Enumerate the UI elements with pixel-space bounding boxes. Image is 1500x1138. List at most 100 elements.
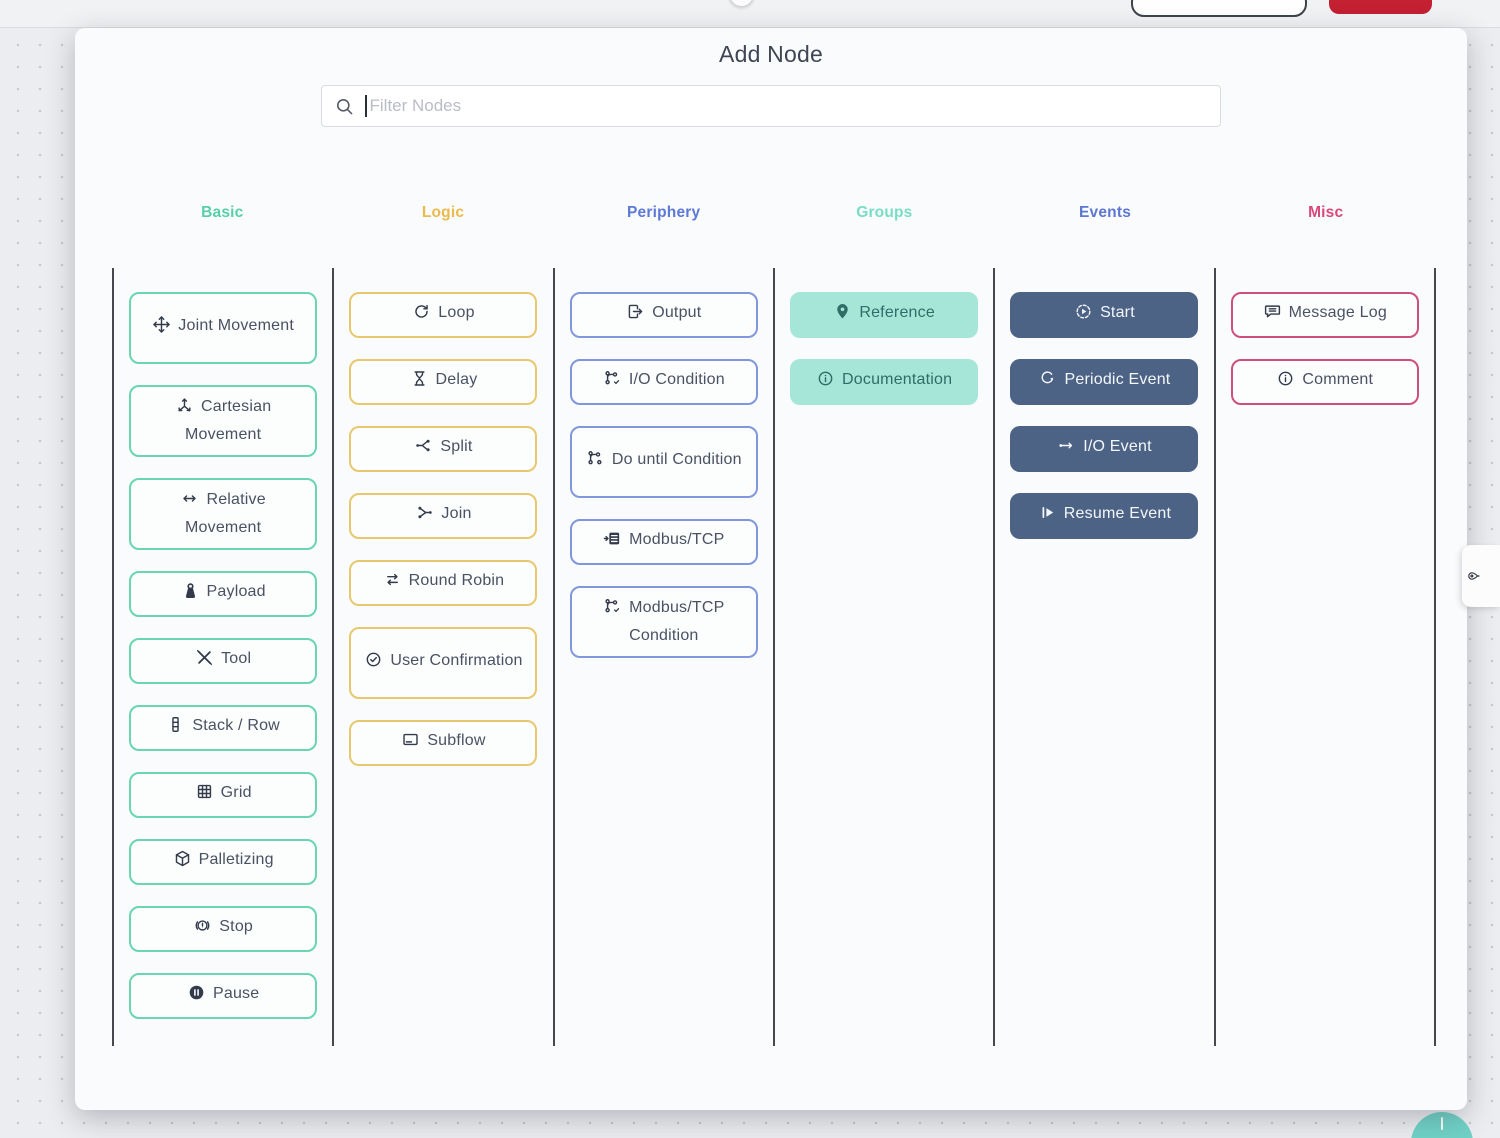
column-header-basic: Basic <box>201 204 244 221</box>
subflow-icon <box>401 730 420 757</box>
node-button-round-robin[interactable]: Round Robin <box>349 560 538 606</box>
right-panel-tab[interactable] <box>1462 545 1500 607</box>
info-icon <box>1276 369 1295 396</box>
node-button-resume-event[interactable]: Resume Event <box>1010 493 1199 539</box>
node-button-grid[interactable]: Grid <box>129 772 318 818</box>
node-button-cartesian-movement[interactable]: Cartesian Movement <box>129 385 318 457</box>
box-icon <box>173 849 192 876</box>
node-button-stop[interactable]: Stop <box>129 906 318 952</box>
node-button-label: Round Robin <box>408 572 505 589</box>
node-button-payload[interactable]: Payload <box>129 571 318 617</box>
node-button-i-o-condition[interactable]: I/O Condition <box>569 359 758 405</box>
node-button-user-confirmation[interactable]: User Confirmation <box>349 627 538 699</box>
resume-icon <box>1038 503 1057 530</box>
round-robin-icon <box>383 570 402 597</box>
node-button-label: Payload <box>206 583 266 600</box>
node-button-label: Modbus/TCP <box>629 531 725 548</box>
node-button-label: Cartesian Movement <box>185 398 272 443</box>
node-button-label: Modbus/TCP Condition <box>629 599 725 644</box>
node-button-modbus-tcp-condition[interactable]: Modbus/TCP Condition <box>569 586 758 658</box>
node-button-label: Loop <box>438 304 475 321</box>
node-button-output[interactable]: Output <box>569 292 758 338</box>
node-button-label: Stack / Row <box>192 717 280 734</box>
toolbar-red-button[interactable] <box>1329 0 1432 14</box>
node-button-label: Resume Event <box>1063 505 1172 522</box>
node-button-label: Reference <box>859 304 935 321</box>
node-button-label: Subflow <box>427 732 486 749</box>
add-node-dialog: Add Node BasicLogicPeripheryGroupsEvents… <box>75 28 1467 1110</box>
text-caret <box>365 95 367 117</box>
node-button-split[interactable]: Split <box>349 426 538 472</box>
node-button-documentation[interactable]: Documentation <box>790 359 979 405</box>
map-pin-icon <box>833 302 852 329</box>
node-button-start[interactable]: Start <box>1010 292 1199 338</box>
node-button-label: Tool <box>221 650 252 667</box>
filter-nodes-input[interactable] <box>369 96 1207 116</box>
floating-action-button[interactable] <box>1411 1112 1473 1138</box>
hourglass-icon <box>410 369 429 396</box>
loop-icon <box>412 302 431 329</box>
canvas-handle <box>729 0 754 7</box>
grid-icon <box>195 782 214 809</box>
node-button-pause[interactable]: Pause <box>129 973 318 1019</box>
node-button-subflow[interactable]: Subflow <box>349 720 538 766</box>
node-button-label: I/O Condition <box>628 371 725 388</box>
node-button-label: Palletizing <box>198 851 274 868</box>
relative-movement-icon <box>180 489 199 516</box>
node-button-do-until-condition[interactable]: Do until Condition <box>569 426 758 498</box>
branch-loop-icon <box>586 449 605 476</box>
column-header-periphery: Periphery <box>627 204 701 221</box>
toolbar-secondary-button[interactable] <box>1131 0 1307 17</box>
node-button-label: Comment <box>1302 371 1374 388</box>
node-button-stack-row[interactable]: Stack / Row <box>129 705 318 751</box>
confirmation-badge-icon <box>364 650 383 677</box>
joint-movement-icon <box>152 315 171 342</box>
node-button-label: Documentation <box>842 371 953 388</box>
node-button-delay[interactable]: Delay <box>349 359 538 405</box>
node-button-modbus-tcp[interactable]: Modbus/TCP <box>569 519 758 565</box>
node-button-label: User Confirmation <box>390 652 523 669</box>
node-button-label: Output <box>652 304 702 321</box>
branch-check-icon <box>603 369 622 396</box>
node-button-i-o-event[interactable]: I/O Event <box>1010 426 1199 472</box>
search-icon <box>335 97 354 116</box>
node-button-periodic-event[interactable]: Periodic Event <box>1010 359 1199 405</box>
filter-nodes-search[interactable] <box>321 85 1221 127</box>
column-header-groups: Groups <box>856 204 913 221</box>
node-button-palletizing[interactable]: Palletizing <box>129 839 318 885</box>
node-button-message-log[interactable]: Message Log <box>1230 292 1419 338</box>
join-icon <box>415 503 434 530</box>
node-button-label: Join <box>441 505 472 522</box>
node-button-label: Message Log <box>1288 304 1387 321</box>
periodic-icon <box>1038 369 1057 396</box>
output-icon <box>626 302 645 329</box>
node-button-label: Split <box>440 438 473 455</box>
node-button-tool[interactable]: Tool <box>129 638 318 684</box>
column-header-misc: Misc <box>1308 204 1344 221</box>
node-button-reference[interactable]: Reference <box>790 292 979 338</box>
node-button-label: Pause <box>212 985 260 1002</box>
column-header-events: Events <box>1079 204 1132 221</box>
dialog-title: Add Node <box>719 41 823 67</box>
payload-weight-icon <box>181 581 200 608</box>
start-icon <box>1074 302 1093 329</box>
plus-icon <box>1441 1117 1443 1130</box>
node-button-comment[interactable]: Comment <box>1230 359 1419 405</box>
node-button-loop[interactable]: Loop <box>349 292 538 338</box>
node-button-label: I/O Event <box>1083 438 1152 455</box>
node-button-label: Periodic Event <box>1064 371 1171 388</box>
node-button-label: Delay <box>435 371 478 388</box>
pin-icon <box>1467 569 1481 583</box>
cartesian-movement-icon <box>175 396 194 423</box>
node-button-label: Relative Movement <box>185 491 266 536</box>
node-button-relative-movement[interactable]: Relative Movement <box>129 478 318 550</box>
node-button-joint-movement[interactable]: Joint Movement <box>129 292 318 364</box>
node-button-join[interactable]: Join <box>349 493 538 539</box>
top-toolbar <box>0 0 1500 28</box>
message-log-icon <box>1263 302 1282 329</box>
